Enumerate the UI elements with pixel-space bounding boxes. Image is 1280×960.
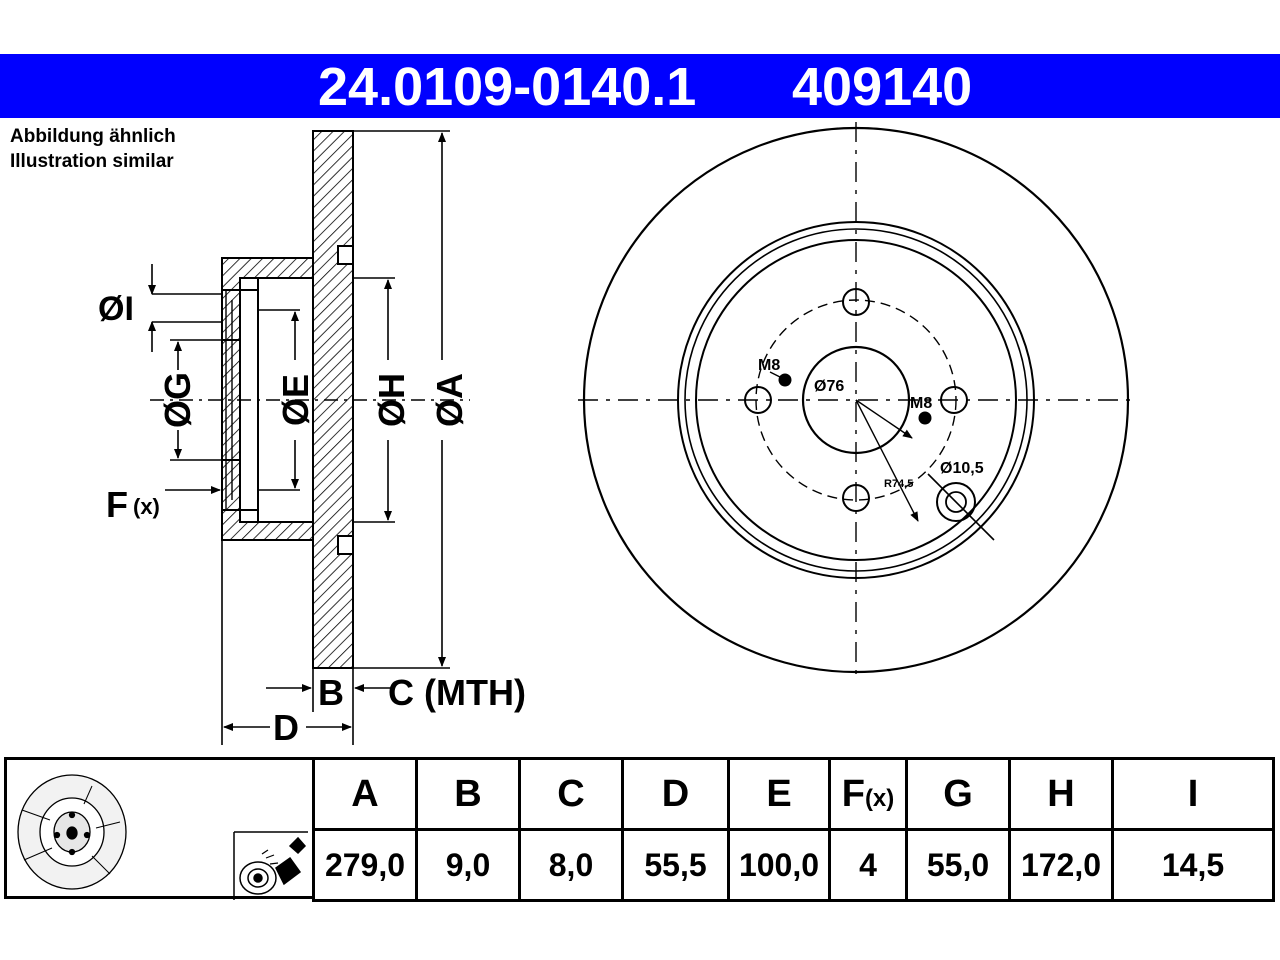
header-D: D xyxy=(621,757,730,831)
thumbnail-panel xyxy=(4,757,312,899)
dimension-table: A B C D E F(x) G H I 279,0 9,0 8,0 55,5 … xyxy=(312,757,1275,902)
value-C: 8,0 xyxy=(518,828,624,902)
spray-can-icon xyxy=(233,831,308,900)
label-r745: R74,5 xyxy=(884,478,913,490)
m8-hole-left xyxy=(778,373,792,387)
label-D: D xyxy=(273,707,299,748)
part-number: 24.0109-0140.1 xyxy=(318,57,697,117)
table-header-row: A B C D E F(x) G H I xyxy=(312,757,1275,831)
label-F: F xyxy=(106,484,128,525)
header-A: A xyxy=(312,757,418,831)
value-B: 9,0 xyxy=(415,828,521,902)
label-m8-right: M8 xyxy=(910,395,932,412)
header-F: F(x) xyxy=(828,757,908,831)
note-line-de: Abbildung ähnlich xyxy=(10,126,176,147)
label-m8-left: M8 xyxy=(758,357,780,374)
header-F-sub: (x) xyxy=(864,784,895,812)
value-A: 279,0 xyxy=(312,828,418,902)
front-view xyxy=(578,122,1134,678)
article-number: 409140 xyxy=(792,57,973,117)
header-H: H xyxy=(1008,757,1114,831)
header-C: C xyxy=(518,757,624,831)
value-F: 4 xyxy=(828,828,908,902)
brake-disc-thumbnail-icon xyxy=(17,774,127,890)
table-value-row: 279,0 9,0 8,0 55,5 100,0 4 55,0 172,0 14… xyxy=(312,828,1275,902)
header-B: B xyxy=(415,757,521,831)
label-F-sub: (x) xyxy=(133,494,160,519)
header-F-letter: F xyxy=(841,772,865,815)
value-G: 55,0 xyxy=(905,828,1011,902)
label-d76: Ø76 xyxy=(814,378,844,395)
m8-hole-right xyxy=(918,411,932,425)
dimension-lines xyxy=(148,130,450,745)
label-C: C (MTH) xyxy=(388,672,526,713)
label-A: ØA xyxy=(429,373,470,427)
value-H: 172,0 xyxy=(1008,828,1114,902)
illustration-note: Abbildung ähnlich Illustration similar xyxy=(10,124,176,174)
label-H: ØH xyxy=(371,373,412,427)
header-G: G xyxy=(905,757,1011,831)
label-E: ØE xyxy=(275,374,316,426)
label-d105: Ø10,5 xyxy=(940,460,984,477)
label-I: ØI xyxy=(98,290,134,328)
value-D: 55,5 xyxy=(621,828,730,902)
header-E: E xyxy=(727,757,831,831)
label-G: ØG xyxy=(157,372,198,428)
value-E: 100,0 xyxy=(727,828,831,902)
header-I: I xyxy=(1111,757,1275,831)
note-line-en: Illustration similar xyxy=(10,151,174,172)
label-B: B xyxy=(318,672,344,713)
value-I: 14,5 xyxy=(1111,828,1275,902)
hat-top-section xyxy=(221,257,314,291)
hat-bottom-section xyxy=(221,509,314,541)
hole-10-5 xyxy=(936,482,976,522)
cross-section-view xyxy=(150,130,470,669)
title-bar: 24.0109-0140.1 409140 xyxy=(0,54,1280,118)
